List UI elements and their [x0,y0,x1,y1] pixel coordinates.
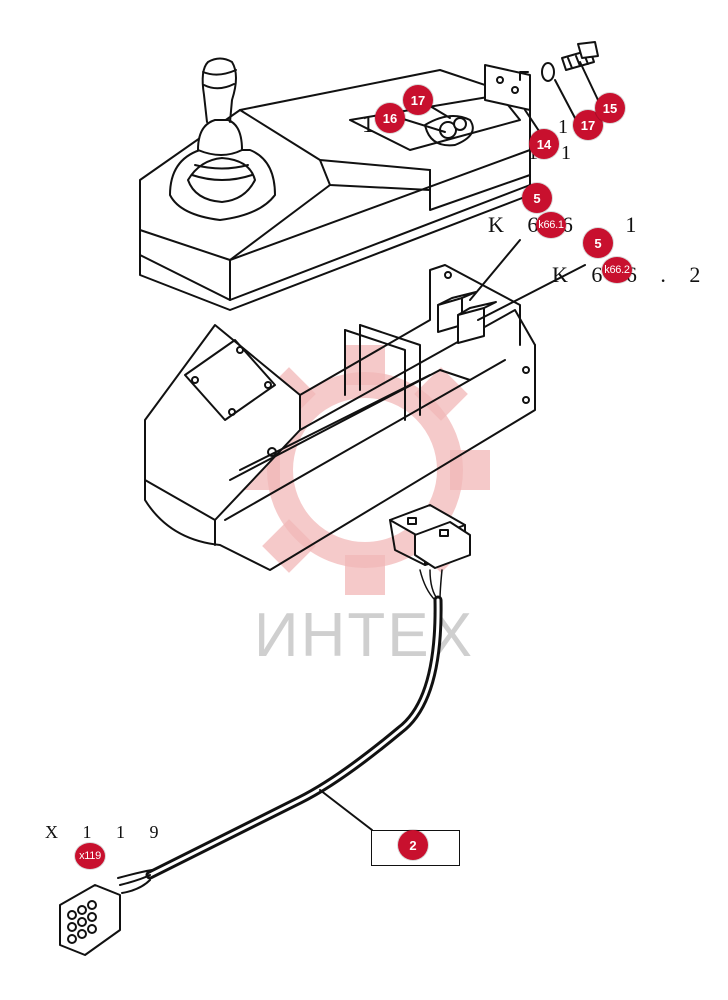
callout-16[interactable]: 16 [375,103,405,133]
callout-k66-2[interactable]: k66.2 [602,257,632,283]
callout-5-k66-2[interactable]: 5 [583,228,613,258]
label-k66-1: K 6 6 . 1 [488,212,646,237]
connector-upper [389,504,471,569]
connector-x119 [59,869,153,956]
joystick [169,57,276,221]
label-number-1: 1 [362,112,383,138]
callout-2[interactable]: 2 [398,830,428,860]
callout-15[interactable]: 15 [595,93,625,123]
nut-part [439,117,467,139]
console-tray [144,264,536,571]
label-x119: X 1 1 9 [45,822,169,842]
callout-14[interactable]: 14 [529,129,559,159]
callout-5-k66-1[interactable]: 5 [522,183,552,213]
bracket-plate [484,64,531,111]
relay-k66-2 [457,301,497,344]
label-number-1b: 1 [558,116,577,138]
callout-x119[interactable]: x119 [75,843,105,869]
callout-k66-1[interactable]: k66.1 [536,212,566,238]
screw-part [561,41,599,71]
callout-17-upper[interactable]: 17 [403,85,433,115]
washer-part [541,62,555,82]
